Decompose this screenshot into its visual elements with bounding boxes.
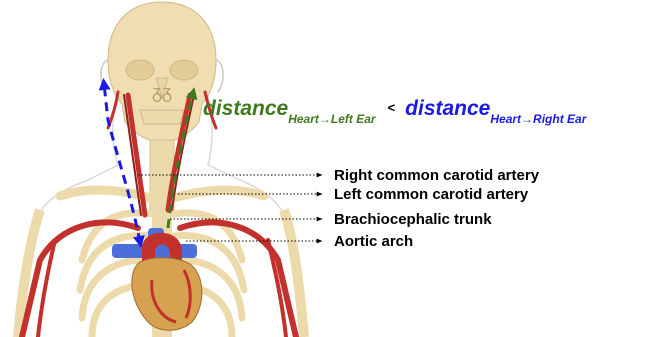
svg-text:ᵹᵹ: ᵹᵹ — [152, 82, 172, 103]
distance-equation: distanceHeart→Left Ear<distanceHeart→Rig… — [203, 98, 586, 119]
right-distance-subscript: Heart→Right Ear — [490, 112, 586, 126]
less-than-operator: < — [388, 100, 396, 115]
left-distance-word: distance — [203, 97, 288, 120]
left-distance-subscript: Heart→Left Ear — [288, 112, 375, 126]
label-right-common-carotid-artery: Right common carotid artery — [334, 168, 539, 183]
skull: ᵹᵹ — [108, 2, 216, 142]
label-aortic-arch: Aortic arch — [334, 234, 413, 249]
right-distance-word: distance — [405, 97, 490, 120]
label-left-common-carotid-artery: Left common carotid artery — [334, 187, 528, 202]
label-brachiocephalic-trunk: Brachiocephalic trunk — [334, 212, 492, 227]
